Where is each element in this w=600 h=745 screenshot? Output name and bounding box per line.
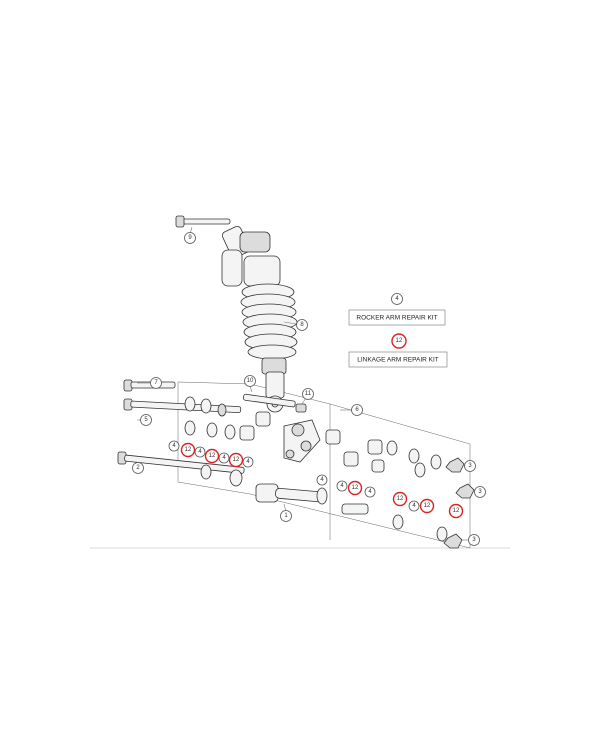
callout-4h-label: 4 <box>412 503 416 509</box>
callout-3c-label: 3 <box>472 537 476 543</box>
bushings-right <box>325 429 448 542</box>
callout-8[interactable]: 8 <box>296 319 308 331</box>
legend-linkage-number-label: 12 <box>396 338 403 344</box>
callout-3c[interactable]: 3 <box>468 534 480 546</box>
nuts-3 <box>443 457 475 549</box>
callout-4e-label: 4 <box>320 477 324 483</box>
kit-callout-5[interactable]: 12 <box>392 491 408 507</box>
kit-callout-2[interactable]: 12 <box>204 448 220 464</box>
callout-4a-label: 4 <box>172 443 176 449</box>
callout-2-label: 2 <box>136 465 140 471</box>
callout-1-label: 1 <box>284 513 288 519</box>
kit-callout-4-label: 12 <box>352 485 359 491</box>
callout-8-label: 8 <box>300 322 304 328</box>
callout-4h[interactable]: 4 <box>408 500 420 512</box>
kit-callout-7-label: 12 <box>453 508 460 514</box>
kit-callout-6[interactable]: 12 <box>419 498 435 514</box>
legend-linkage-box <box>348 351 448 368</box>
bushings-left <box>184 396 271 487</box>
shock-absorber-8 <box>221 226 298 413</box>
callout-4d-label: 4 <box>246 459 250 465</box>
bolt-7 <box>123 379 176 392</box>
callout-3b[interactable]: 3 <box>474 486 486 498</box>
callout-4c[interactable]: 4 <box>218 452 230 464</box>
kit-callout-7[interactable]: 12 <box>448 503 464 519</box>
kit-callout-5-label: 12 <box>397 496 404 502</box>
kit-callout-4[interactable]: 12 <box>347 480 363 496</box>
callout-5-label: 5 <box>144 417 148 423</box>
callout-10[interactable]: 10 <box>244 375 256 387</box>
legend-rocker-label: ROCKER ARM REPAIR KIT <box>356 315 437 322</box>
callout-4a[interactable]: 4 <box>168 440 180 452</box>
callout-4b[interactable]: 4 <box>194 446 206 458</box>
callout-6[interactable]: 6 <box>351 404 363 416</box>
callout-5[interactable]: 5 <box>140 414 152 426</box>
callout-4g-label: 4 <box>368 489 372 495</box>
callout-9-label: 9 <box>188 235 192 241</box>
callout-4d[interactable]: 4 <box>242 456 254 468</box>
callout-7-label: 7 <box>154 380 158 386</box>
bolt-2 <box>117 451 245 474</box>
bolt-9 <box>175 215 231 235</box>
kit-callout-6-label: 12 <box>424 503 431 509</box>
callout-4f-label: 4 <box>340 483 344 489</box>
callout-10-label: 10 <box>247 378 254 384</box>
bolt-10 <box>243 385 296 408</box>
callout-4f[interactable]: 4 <box>336 480 348 492</box>
legend: 4 ROCKER ARM REPAIR KIT 12 LINKAGE ARM R… <box>348 293 448 368</box>
legend-linkage-label: LINKAGE ARM REPAIR KIT <box>357 357 439 364</box>
callout-3b-label: 3 <box>478 489 482 495</box>
callout-6-label: 6 <box>355 407 359 413</box>
linkage-arm-1 <box>255 483 328 513</box>
callout-11-label: 11 <box>305 391 312 397</box>
callout-2[interactable]: 2 <box>132 462 144 474</box>
kit-callout-3-label: 12 <box>233 457 240 463</box>
bolt-11 <box>295 397 307 413</box>
callout-1[interactable]: 1 <box>280 510 292 522</box>
legend-rocker-box <box>348 309 446 326</box>
callout-4e[interactable]: 4 <box>316 474 328 486</box>
legend-rocker-number-label: 4 <box>395 296 399 302</box>
callout-4g[interactable]: 4 <box>364 486 376 498</box>
callout-11[interactable]: 11 <box>302 388 314 400</box>
legend-rocker-number: 4 <box>391 293 403 305</box>
callout-3a-label: 3 <box>468 463 472 469</box>
legend-linkage-number: 12 <box>391 333 407 349</box>
kit-callout-1-label: 12 <box>185 447 192 453</box>
callout-7[interactable]: 7 <box>150 377 162 389</box>
kit-callout-1[interactable]: 12 <box>180 442 196 458</box>
callout-4b-label: 4 <box>198 449 202 455</box>
callout-9[interactable]: 9 <box>184 232 196 244</box>
kit-callout-2-label: 12 <box>209 453 216 459</box>
callout-3a[interactable]: 3 <box>464 460 476 472</box>
callout-4c-label: 4 <box>222 455 226 461</box>
rocker-arm <box>283 419 321 463</box>
spring-coil <box>240 283 298 360</box>
kit-callout-3[interactable]: 12 <box>228 452 244 468</box>
